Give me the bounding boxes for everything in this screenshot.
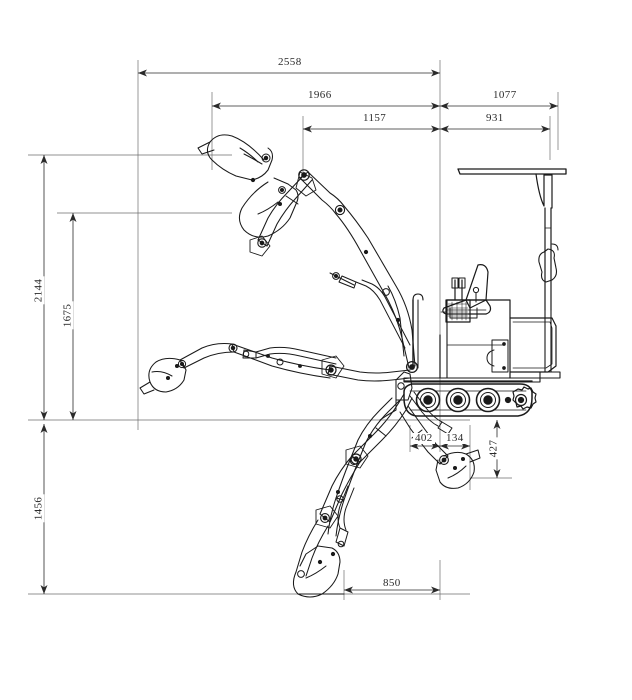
bucket-cylinder-lower xyxy=(335,485,355,548)
dimension-lines xyxy=(40,69,558,594)
dim-label-850: 850 xyxy=(381,577,403,589)
machine-geometry xyxy=(139,134,567,598)
control-levers xyxy=(445,277,480,323)
dim-label-134: 134 xyxy=(444,432,466,444)
dim-label-402: 402 xyxy=(413,432,435,444)
operator-seat xyxy=(442,264,492,315)
bucket-ground-position xyxy=(139,357,187,395)
dim-label-1456: 1456 xyxy=(32,494,45,523)
bucket-digging-depth xyxy=(292,545,345,598)
bucket-upper-reach xyxy=(197,134,274,183)
linkage-plates xyxy=(249,171,369,529)
dim-label-1077: 1077 xyxy=(491,89,519,101)
boom-position-upper xyxy=(298,169,419,374)
bucket-right-lower xyxy=(435,449,481,489)
dim-label-1157: 1157 xyxy=(361,112,389,124)
canopy-rops xyxy=(457,168,567,379)
boom-alt-lower-arm xyxy=(327,397,401,537)
drive-sprocket xyxy=(512,386,537,410)
dipper-arm-upper xyxy=(257,174,313,248)
bucket-upper-curled xyxy=(238,177,299,238)
dim-label-931: 931 xyxy=(484,112,506,124)
boom-position-ground xyxy=(177,342,411,382)
track-rollers xyxy=(415,387,512,413)
idler-wheel xyxy=(504,396,512,404)
dim-label-427: 427 xyxy=(487,437,500,460)
dim-label-1966: 1966 xyxy=(306,89,334,101)
extension-lines xyxy=(28,60,559,600)
boom-digging-depth xyxy=(295,393,413,578)
dim-label-2144: 2144 xyxy=(32,276,45,305)
boom-cylinder-upper xyxy=(329,272,411,349)
upper-structure-body xyxy=(412,293,557,379)
dim-label-1675: 1675 xyxy=(61,301,74,330)
arm-cylinder-ground xyxy=(242,346,337,365)
dim-label-2558: 2558 xyxy=(276,56,304,68)
